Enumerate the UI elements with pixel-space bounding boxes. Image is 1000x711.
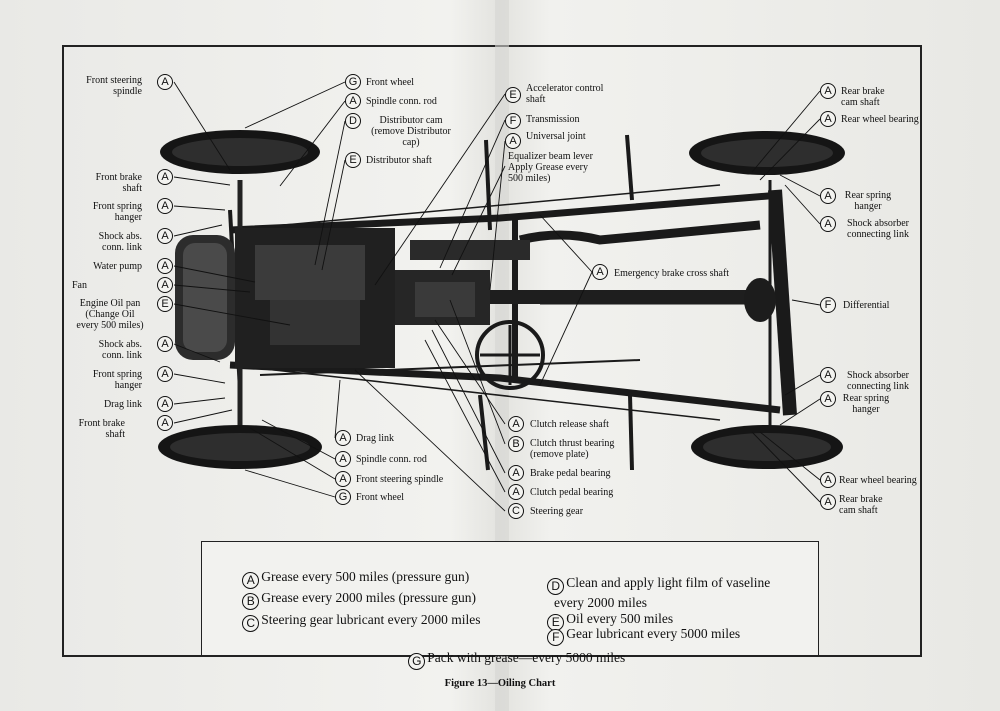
badge-a: A [508, 416, 524, 432]
badge-b: B [508, 436, 524, 452]
label-rear-brake-cam-shaft: Rear brake cam shaft [841, 86, 885, 108]
badge-a: A [157, 336, 173, 352]
badge-a: A [335, 430, 351, 446]
label-spindle-conn-rod: Spindle conn. rod [366, 96, 437, 107]
chart-frame [62, 45, 922, 657]
badge-c: C [508, 503, 524, 519]
label-transmission: Transmission [526, 114, 580, 125]
badge-a: A [157, 169, 173, 185]
label-shock-abs-conn-link-2: Shock abs. conn. link [98, 339, 142, 361]
label-front-brake-shaft-2: Front brake shaft [78, 418, 125, 440]
label-front-wheel-b: Front wheel [356, 492, 405, 503]
label-shock-absorber-connecting-link-2: Shock absorber connecting link [847, 370, 909, 392]
label-engine-oil-pan: Engine Oil pan (Change Oil every 500 mil… [76, 298, 144, 331]
badge-a: A [820, 111, 836, 127]
badge-a: A [345, 93, 361, 109]
badge-f: F [505, 113, 521, 129]
label-front-steering-spindle: Front steering spindle [86, 75, 142, 97]
label-shock-absorber-connecting-link: Shock absorber connecting link [847, 218, 909, 240]
label-differential: Differential [843, 300, 890, 311]
badge-a: A [157, 366, 173, 382]
badge-a: A [335, 471, 351, 487]
label-distributor-cam: Distributor cam (remove Distributor cap) [371, 115, 451, 148]
badge-e: E [157, 296, 173, 312]
label-front-wheel: Front wheel [366, 77, 415, 88]
label-fan: Fan [72, 280, 87, 291]
badge-a: A [335, 451, 351, 467]
label-distributor-shaft: Distributor shaft [366, 155, 432, 166]
badge-a: A [505, 133, 521, 149]
badge-a: A [157, 415, 173, 431]
badge-a: A [157, 228, 173, 244]
badge-d: D [345, 113, 361, 129]
badge-a: A [157, 258, 173, 274]
badge-g: G [335, 489, 351, 505]
badge-a: A [157, 74, 173, 90]
label-shock-abs-conn-link: Shock abs. conn. link [98, 231, 142, 253]
label-clutch-pedal-bearing: Clutch pedal bearing [530, 487, 614, 498]
label-water-pump: Water pump [93, 261, 142, 272]
badge-g: G [345, 74, 361, 90]
badge-c: C [242, 615, 260, 632]
label-front-spring-hanger: Front spring hanger [92, 201, 142, 223]
label-clutch-thrust-bearing: Clutch thrust bearing (remove plate) [530, 438, 615, 460]
label-brake-pedal-bearing: Brake pedal bearing [530, 468, 611, 479]
badge-a: A [820, 494, 836, 510]
label-universal-joint: Universal joint [526, 131, 586, 142]
label-accelerator-control-shaft: Accelerator control shaft [526, 83, 604, 105]
figure-caption: Figure 13—Oiling Chart [444, 678, 556, 689]
badge-a: A [508, 465, 524, 481]
label-front-spring-hanger-2: Front spring hanger [92, 369, 142, 391]
label-rear-wheel-bearing-2: Rear wheel bearing [839, 475, 917, 486]
tires [158, 130, 845, 469]
badge-a: A [508, 484, 524, 500]
label-equalizer-beam-lever: Equalizer beam lever Apply Grease every … [508, 151, 593, 184]
badge-a: A [157, 277, 173, 293]
badge-g: G [408, 653, 426, 670]
label-spindle-conn-rod-b: Spindle conn. rod [356, 454, 427, 465]
badge-a: A [820, 472, 836, 488]
label-rear-wheel-bearing: Rear wheel bearing [841, 114, 919, 125]
badge-a: A [820, 83, 836, 99]
label-rear-brake-cam-shaft-2: Rear brake cam shaft [839, 494, 883, 516]
badge-a: A [820, 367, 836, 383]
label-emergency-brake-cross-shaft: Emergency brake cross shaft [614, 268, 730, 279]
label-rear-spring-hanger: Rear spring hanger [844, 190, 892, 212]
badge-b: B [242, 593, 260, 610]
badge-f: F [820, 297, 836, 313]
badge-e: E [345, 152, 361, 168]
label-front-steering-spindle-b: Front steering spindle [356, 474, 444, 485]
label-drag-link-b: Drag link [356, 433, 395, 444]
badge-e: E [505, 87, 521, 103]
label-drag-link: Drag link [103, 399, 142, 410]
label-clutch-release-shaft: Clutch release shaft [530, 419, 609, 430]
label-steering-gear: Steering gear [530, 506, 584, 517]
badge-a: A [592, 264, 608, 280]
label-rear-spring-hanger-2: Rear spring hanger [842, 393, 890, 415]
badge-a: A [820, 188, 836, 204]
badge-a: A [242, 572, 260, 589]
badge-d: D [547, 578, 565, 595]
label-front-brake-shaft: Front brake shaft [95, 172, 142, 194]
badge-a: A [820, 391, 836, 407]
badge-f: F [547, 629, 565, 646]
badge-a: A [157, 396, 173, 412]
badge-a: A [820, 216, 836, 232]
badge-a: A [157, 198, 173, 214]
